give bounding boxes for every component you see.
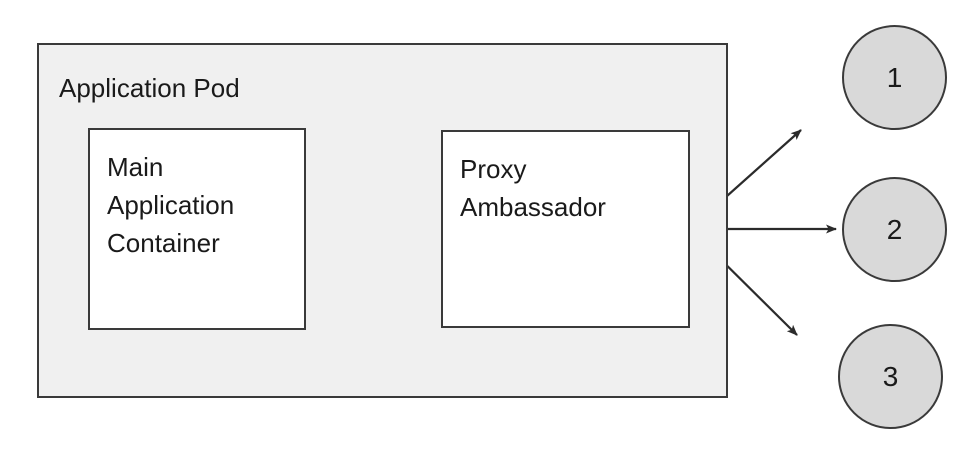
application-pod-label: Application Pod bbox=[59, 73, 240, 103]
service-node-3: 3 bbox=[838, 324, 943, 429]
service-node-2-label: 2 bbox=[886, 213, 903, 245]
proxy-ambassador-node: Proxy Ambassador bbox=[441, 130, 690, 328]
service-node-1-label: 1 bbox=[886, 61, 903, 93]
service-node-1: 1 bbox=[842, 25, 947, 130]
service-node-2: 2 bbox=[842, 177, 947, 282]
main-application-container-node: Main Application Container bbox=[88, 128, 306, 330]
proxy-ambassador-label: Proxy Ambassador bbox=[460, 154, 606, 222]
main-application-container-label: Main Application Container bbox=[107, 152, 235, 258]
service-node-3-label: 3 bbox=[882, 360, 899, 392]
